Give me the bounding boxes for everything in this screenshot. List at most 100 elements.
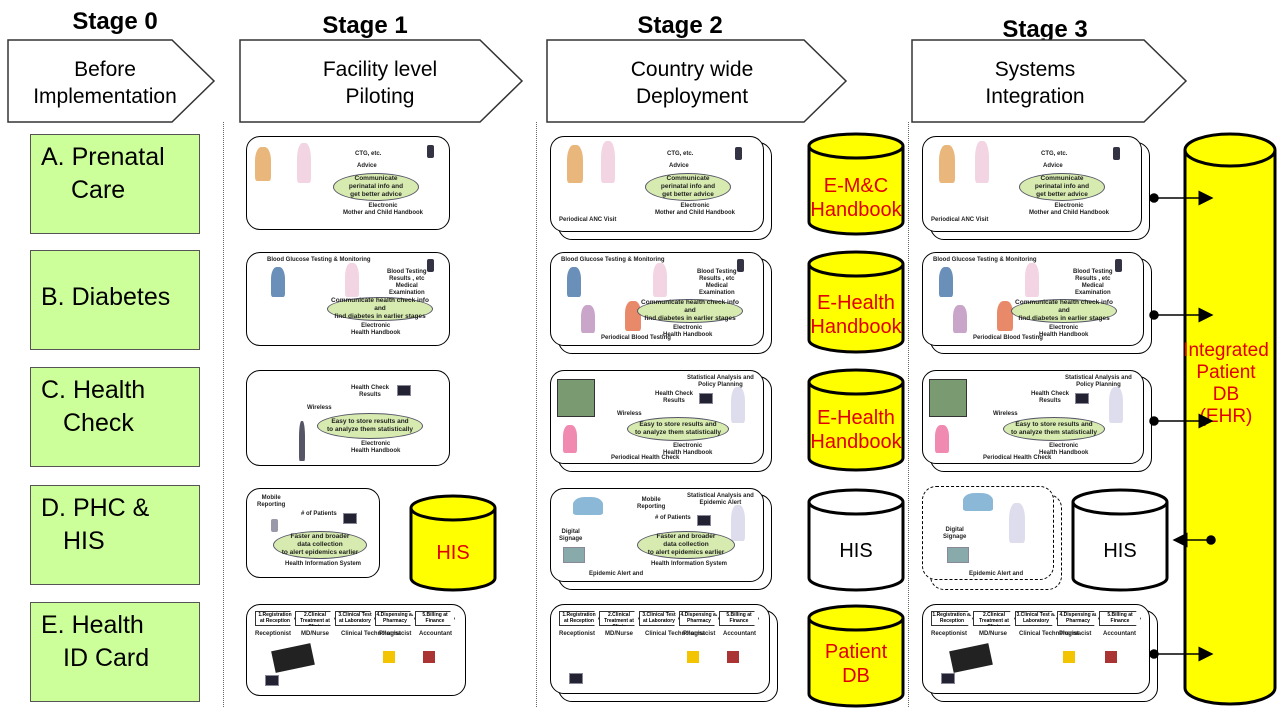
stage-3-label: Systems Integration: [985, 58, 1085, 108]
mother-illustration: [567, 145, 583, 183]
pharmacist-icon: [687, 651, 699, 663]
card-idcard-stage2: 1.Registration at Reception 2.Clinical T…: [550, 604, 770, 694]
stage-0-arrow: [7, 39, 216, 123]
card-idcard-stage3: 1.Registration at Reception 2.Clinical T…: [922, 604, 1150, 694]
step-dispensing: 4.Dispensing at Pharmacy: [375, 611, 415, 626]
stage-arrows: [7, 39, 1188, 123]
stage-2-arrow: [546, 39, 848, 123]
doctor-illustration: [1009, 503, 1025, 543]
phone-icon: [427, 259, 434, 272]
stage-2-title: Stage 2: [637, 12, 723, 39]
nurse-illustration: [345, 263, 359, 297]
stage2-db-row-c: [807, 368, 905, 472]
nurse-illustration: [297, 143, 311, 183]
doctor-patient-illustration: [557, 379, 595, 417]
step-registration: 1.Registration at Reception: [255, 611, 295, 626]
row-label-health-id: E. Health ID Card: [30, 602, 200, 702]
monitor-icon: [397, 385, 411, 396]
doctor-illustration: [731, 505, 745, 541]
stage-1-label: Facility level Piloting: [322, 58, 438, 108]
phone-icon: [737, 259, 744, 272]
arrow-diabetes: [1149, 307, 1214, 323]
arrow-healthcheck: [1149, 413, 1214, 429]
accountant-icon: [727, 651, 739, 663]
stage3-his-label: HIS: [1103, 540, 1137, 562]
accountant-icon: [423, 651, 435, 663]
divider-stage-1-2: [536, 122, 537, 707]
monitor-icon: [697, 515, 711, 526]
row-label-health-check: C. Health Check: [30, 367, 200, 467]
monitor-icon: [941, 673, 955, 684]
stage-0-title: Stage 0: [72, 8, 158, 35]
stage2-db-row-e: [807, 604, 905, 708]
phone-icon: [427, 145, 434, 158]
id-card-illustration: [949, 643, 993, 673]
people-illustration: [573, 497, 603, 515]
monitor-icon: [343, 513, 357, 524]
stage1-his-db: [409, 494, 497, 592]
woman-illustration: [935, 425, 949, 453]
signage-icon: [947, 547, 969, 563]
stage-3-arrow: [911, 39, 1188, 123]
patient-illustration: [271, 267, 285, 297]
stage2-db-row-b: [807, 250, 905, 354]
arrow-prenatal: [1149, 190, 1214, 206]
card-idcard-stage1: 1.Registration at Reception 2.Clinical T…: [246, 604, 466, 696]
monitor-icon: [1075, 393, 1089, 404]
stage1-his-label: HIS: [436, 542, 470, 564]
card-diabetes-stage1: Blood Glucose Testing & Monitoring Blood…: [246, 252, 450, 346]
nurse-illustration: [653, 263, 667, 297]
pharmacist-icon: [1063, 651, 1075, 663]
step-billing: 5.Billing at Finance: [415, 611, 455, 626]
pharmacist-icon: [383, 651, 395, 663]
stage2-db-row-d: [807, 488, 905, 592]
id-card-illustration: [271, 643, 315, 673]
step-test: 3.Clinical Test at Laboratory: [335, 611, 375, 626]
people-illustration: [963, 493, 993, 511]
nurse-illustration: [601, 141, 615, 183]
nurse-illustration: [975, 141, 989, 183]
stage-2-label: Country wide Deployment: [630, 58, 754, 108]
card-diabetes-stage2: Blood Glucose Testing & Monitoring Blood…: [550, 252, 764, 346]
doctor-illustration: [1109, 387, 1123, 423]
monitor-icon: [265, 675, 279, 686]
doctor-illustration: [731, 387, 745, 423]
phone-icon: [1115, 259, 1122, 272]
row-label-phc-his: D. PHC & HIS: [30, 485, 200, 585]
patient-illustration: [939, 267, 953, 297]
doctor-patient-illustration: [929, 379, 967, 417]
mother-illustration: [939, 145, 955, 183]
phone-icon: [1113, 147, 1120, 160]
row-label-prenatal: A. Prenatal Care: [30, 134, 200, 234]
integrated-patient-db: [1183, 132, 1277, 706]
signage-icon: [563, 547, 585, 563]
divider-stage-0-1: [223, 122, 224, 707]
step-treatment: 2.Clinical Treatment at Clinic: [295, 611, 335, 626]
monitor-icon: [569, 673, 583, 684]
elderly-illustration: [581, 305, 595, 333]
monitor-icon: [699, 393, 713, 404]
scale-illustration: [299, 421, 305, 461]
card-diabetes-stage3: Blood Glucose Testing & Monitoring Blood…: [922, 252, 1144, 346]
phone-icon: [271, 519, 278, 532]
